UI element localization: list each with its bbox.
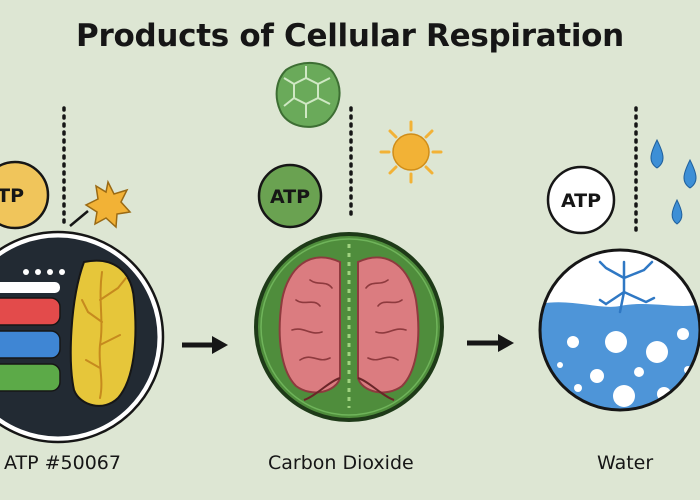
atp-badge bbox=[0, 160, 50, 230]
arrow-right-icon bbox=[467, 334, 514, 352]
caption-atp: ATP #50067 bbox=[4, 452, 121, 474]
atp-badge bbox=[257, 163, 323, 229]
caption-carbon-dioxide: Carbon Dioxide bbox=[268, 452, 414, 474]
water-globe-icon bbox=[538, 248, 700, 412]
panel-carbon-dioxide: ATP bbox=[254, 62, 444, 422]
atp-badge bbox=[546, 165, 616, 235]
panel-atp: ATP bbox=[0, 106, 165, 444]
water-drop-icon bbox=[650, 138, 697, 225]
star-icon bbox=[84, 179, 132, 229]
mitochondrion-icon bbox=[0, 230, 165, 444]
caption-water: Water bbox=[597, 452, 654, 474]
panel-water: ATP bbox=[538, 106, 700, 412]
atp-badge-label: ATP bbox=[0, 185, 24, 207]
lungs-icon bbox=[254, 232, 444, 422]
sun-icon bbox=[379, 120, 443, 184]
arrow-right-icon bbox=[182, 336, 228, 354]
molecule-icon bbox=[275, 62, 341, 128]
star-pointer-line bbox=[69, 210, 89, 227]
atp-badge-label: ATP bbox=[270, 186, 310, 208]
atp-badge-label: ATP bbox=[561, 190, 601, 212]
page-title: Products of Cellular Respiration bbox=[76, 18, 624, 54]
